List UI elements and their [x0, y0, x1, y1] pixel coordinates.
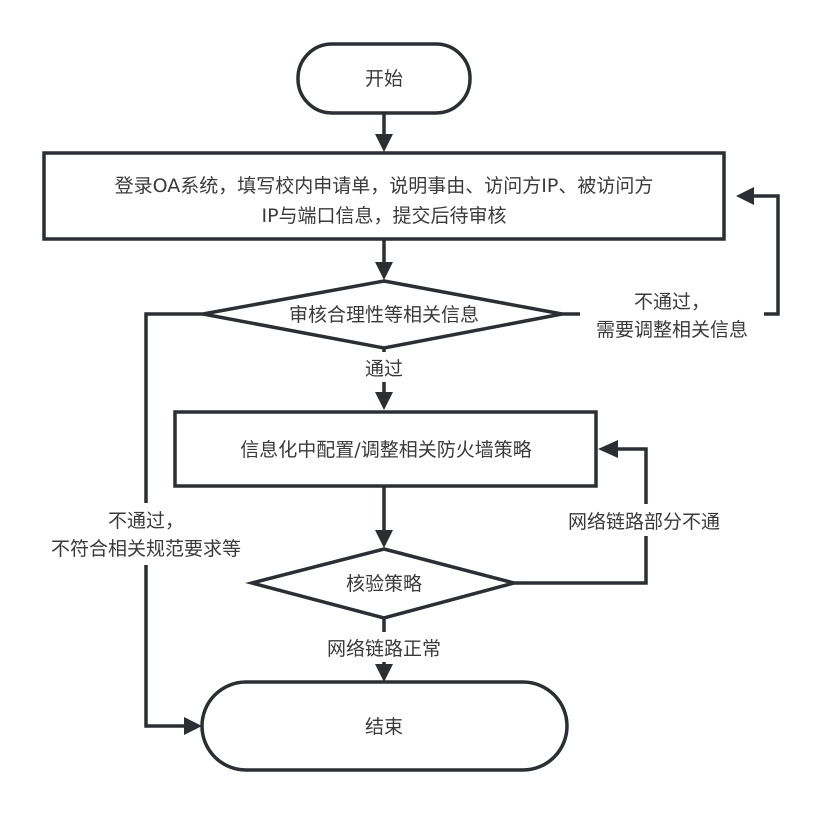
node-verify: 核验策略 — [245, 547, 521, 620]
arrowhead-icon — [736, 187, 754, 205]
verify-label: 核验策略 — [346, 573, 422, 595]
start-label: 开始 — [365, 68, 403, 90]
arrowhead-icon — [598, 440, 618, 458]
node-end: 结束 — [200, 680, 569, 772]
review-label: 审核合理性等相关信息 — [289, 304, 479, 326]
review-adjust-label-line2: 需要调整相关信息 — [596, 319, 748, 341]
edge-label-review-reject: 不通过， 不符合相关规范要求等 — [32, 503, 260, 565]
edge-label-review-adjust: 不通过， 需要调整相关信息 — [580, 286, 764, 344]
node-review: 审核合理性等相关信息 — [202, 279, 563, 350]
edge-label-verify-fail: 网络链路部分不通 — [554, 504, 734, 536]
node-start: 开始 — [296, 42, 472, 115]
review-pass-label: 通过 — [365, 358, 403, 380]
edge-label-verify-ok: 网络链路正常 — [314, 632, 454, 662]
configure-label: 信息化中配置/调整相关防火墙策略 — [240, 439, 531, 461]
arrowhead-icon — [375, 134, 393, 152]
arrowhead-icon — [184, 717, 202, 735]
arrowhead-icon — [375, 262, 393, 280]
review-adjust-label-line1: 不通过， — [634, 291, 710, 313]
end-label: 结束 — [365, 716, 403, 738]
edge-configure-to-verify — [375, 487, 393, 548]
edge-label-review-pass: 通过 — [358, 352, 410, 382]
submit-label-line1: 登录OA系统，填写校内申请单，说明事由、访问方IP、被访问方 — [115, 175, 654, 197]
review-reject-label-line1: 不通过， — [108, 510, 184, 532]
submit-label-line2: IP与端口信息，提交后待审核 — [261, 205, 506, 227]
edge-submit-to-review — [375, 240, 393, 280]
arrowhead-icon — [375, 530, 393, 548]
verify-fail-label: 网络链路部分不通 — [568, 511, 720, 533]
node-configure: 信息化中配置/调整相关防火墙策略 — [173, 410, 598, 488]
arrowhead-icon — [375, 392, 393, 410]
node-submit: 登录OA系统，填写校内申请单，说明事由、访问方IP、被访问方 IP与端口信息，提… — [42, 151, 726, 241]
arrowhead-icon — [375, 664, 393, 682]
verify-ok-label: 网络链路正常 — [327, 638, 441, 660]
review-reject-label-line2: 不符合相关规范要求等 — [51, 538, 241, 560]
edge-start-to-submit — [375, 113, 393, 152]
